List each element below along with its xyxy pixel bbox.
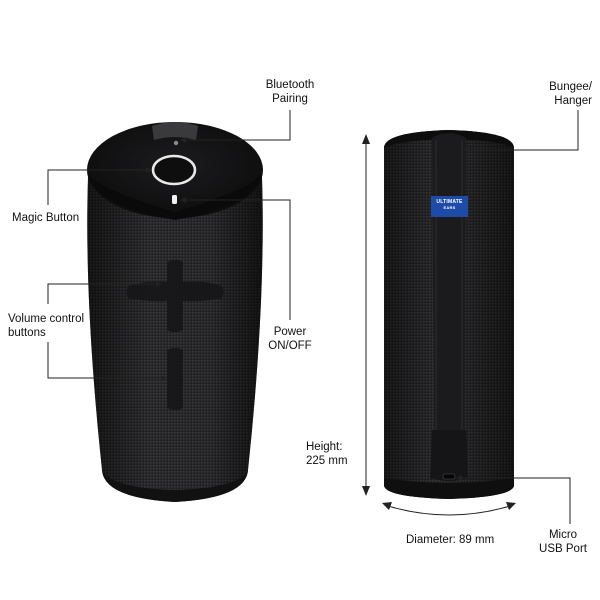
badge-text: ULTIMATE EARS [431,199,468,211]
label-diameter: Diameter: 89 mm [406,534,495,546]
magic-button [151,154,197,186]
leader-lines [47,110,579,524]
label-height: Height: 225 mm [306,441,348,467]
bungee-tab-left [152,122,198,140]
speaker-back-view [384,130,514,499]
label-bungee-hanger: Bungee/ Hanger [549,81,592,107]
badge-line-2: EARS [443,205,456,210]
volume-down-button [167,348,183,410]
label-bluetooth-pairing: Bluetooth Pairing [265,79,315,105]
ultimate-ears-badge [431,196,468,217]
badge-line-1: ULTIMATE [436,199,463,205]
diameter-dimension [382,502,516,516]
label-power: Power ON/OFF [268,326,312,352]
height-dimension [362,134,370,496]
micro-usb-port [442,473,456,480]
bluetooth-pairing-button [173,140,179,146]
speaker-angled-view [87,122,263,502]
power-button [172,195,177,204]
volume-up-button [126,260,224,332]
label-magic-button: Magic Button [12,212,80,224]
label-volume-control: Volume control buttons [8,313,85,339]
strap-clip [430,430,468,481]
label-micro-usb: Micro USB Port [539,529,587,555]
bungee-strap [432,133,466,440]
